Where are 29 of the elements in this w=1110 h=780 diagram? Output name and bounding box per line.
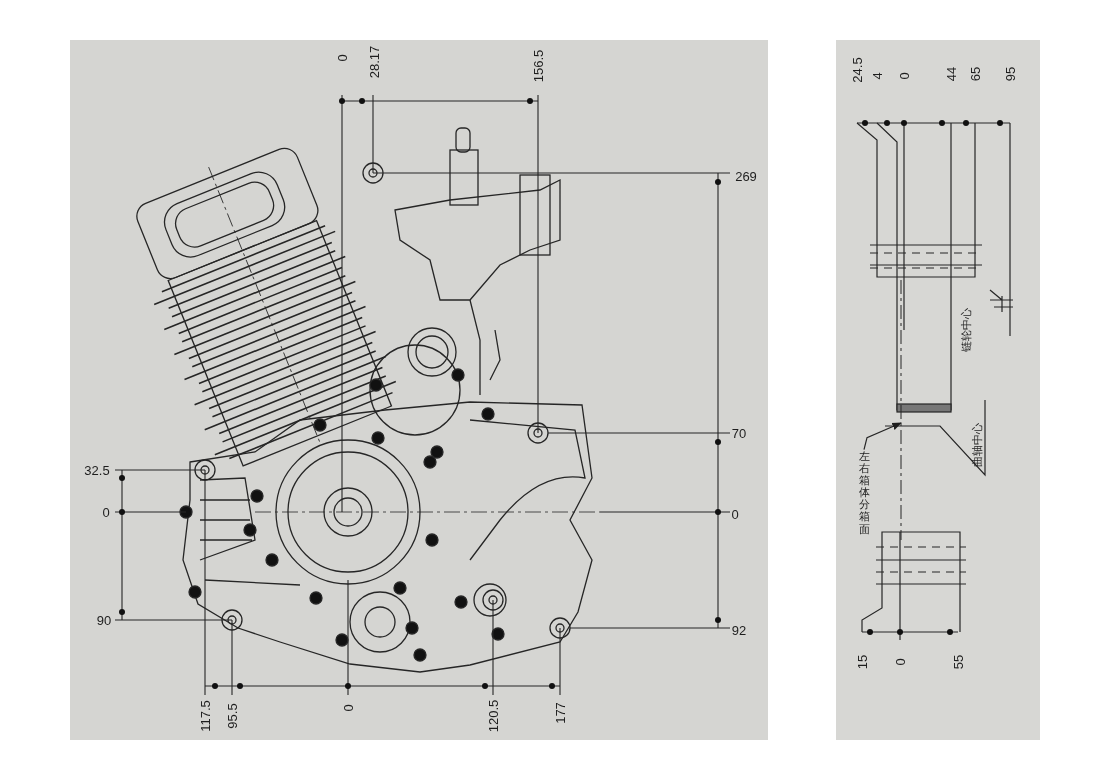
dimension-value: 120.5 (486, 699, 500, 733)
dimension-value: 70 (731, 426, 747, 440)
datum-label: 链轮中心 (960, 308, 972, 352)
dimension-value: 32.5 (84, 463, 110, 477)
dimension-value: 0 (897, 72, 911, 80)
datum-label: 曲轴中心 (971, 423, 983, 467)
dimension-value: 28.17 (367, 45, 381, 79)
center-line (900, 279, 902, 541)
dimension-value: 0 (893, 658, 907, 666)
dimension-value: 65 (968, 66, 982, 82)
dimension-value: 95 (1003, 66, 1017, 82)
dimension-value: 156.5 (531, 49, 545, 83)
dimension-value: 0 (341, 704, 355, 712)
dimension-value: 90 (96, 613, 112, 627)
callout-text: 左右箱体分箱面 (858, 449, 870, 535)
dimension-value: 15 (855, 654, 869, 670)
dimension-value: 0 (335, 54, 349, 62)
leader-line (863, 422, 902, 451)
dimension-value: 92 (731, 623, 747, 637)
dimension-value: 24.5 (850, 57, 864, 83)
dimension-value: 95.5 (225, 703, 239, 729)
dimension-value: 117.5 (198, 700, 212, 732)
dimension-value: 177 (553, 702, 567, 724)
dimension-value: 0 (731, 507, 739, 521)
dimension-value: 55 (951, 654, 965, 670)
dimension-value: 4 (870, 72, 884, 80)
dimension-value: 44 (944, 66, 958, 82)
dimension-value: 269 (735, 169, 757, 183)
dimension-value: 0 (102, 505, 110, 519)
